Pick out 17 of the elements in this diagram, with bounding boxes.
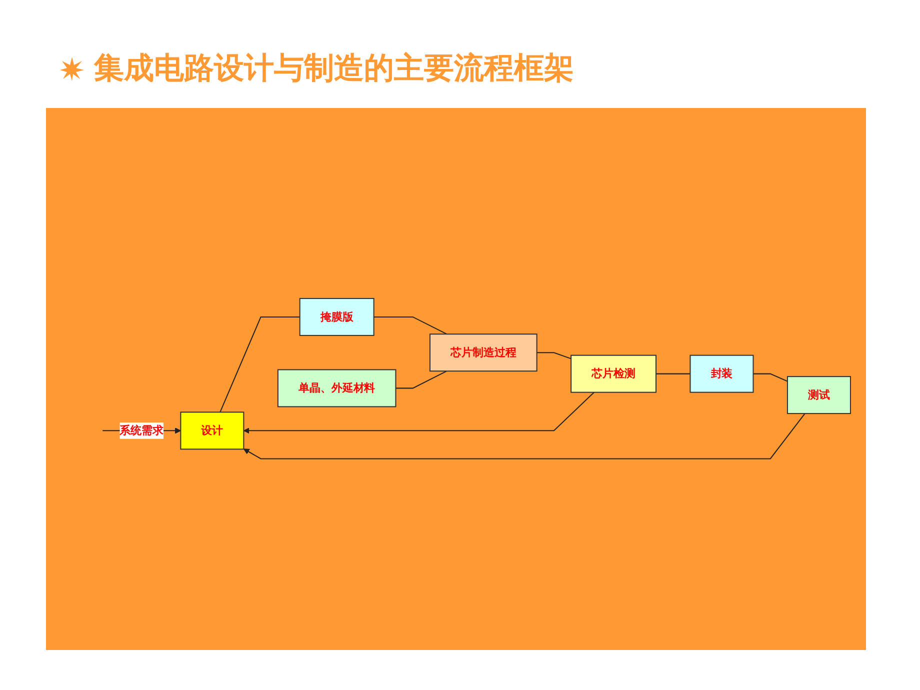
arrow (243, 392, 594, 434)
connector (396, 371, 447, 390)
node-box (786, 376, 851, 414)
node-box (690, 355, 754, 394)
connector (220, 316, 300, 413)
node-box (570, 355, 656, 394)
connector (374, 316, 447, 335)
diagram-panel: 系统需求 设计 掩膜版 芯片制造过程 单晶、外延材料 芯片检测 封装 测试 (46, 108, 866, 650)
node-box (429, 334, 538, 372)
connector (753, 374, 788, 382)
connector (536, 352, 572, 360)
node-box (299, 298, 374, 336)
title: 集成电路设计与制造的主要流程框架 (94, 50, 574, 88)
connector (656, 374, 690, 375)
arrow (243, 414, 806, 460)
node-box (180, 412, 244, 450)
node-box (277, 370, 396, 408)
